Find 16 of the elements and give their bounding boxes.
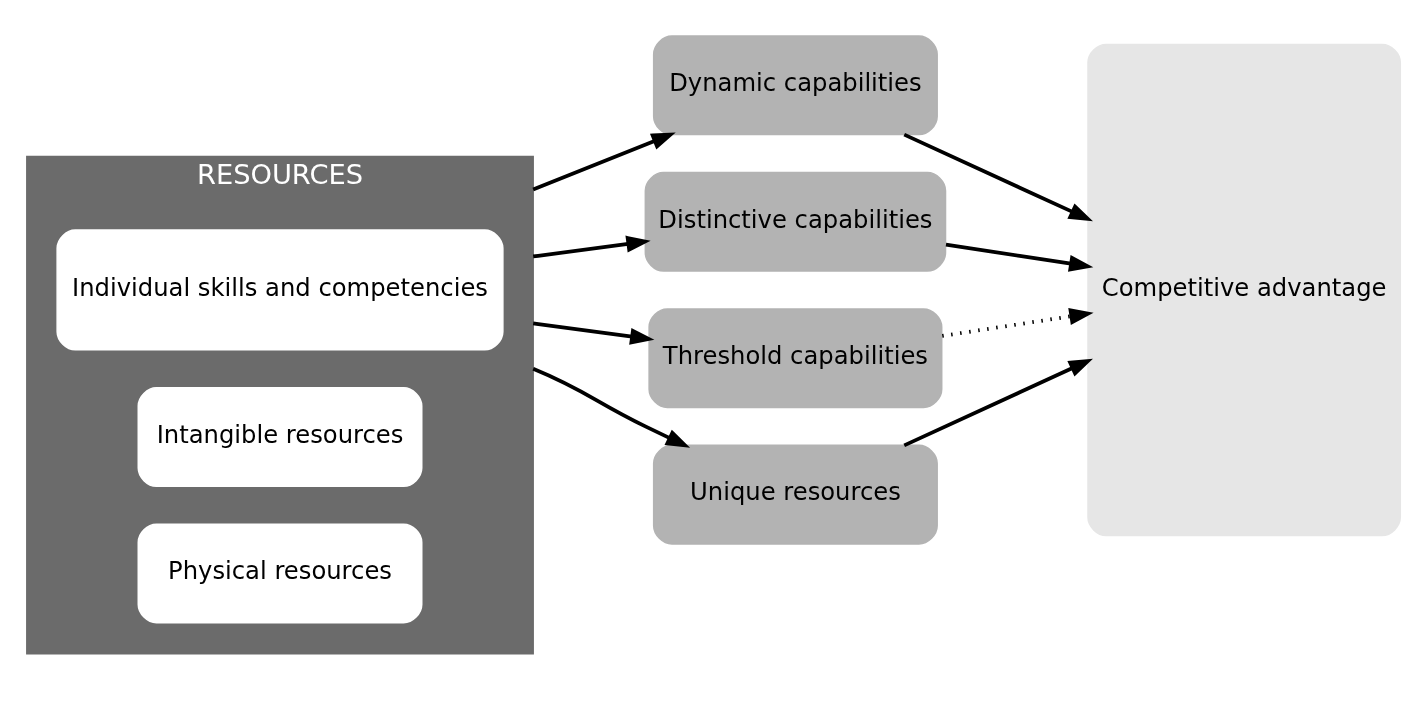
node-box: Individual skills and competencies [56,228,504,351]
arrow [945,242,1094,272]
node-box: Unique resources [652,444,938,545]
arrow [532,132,676,191]
arrow [903,358,1093,447]
arrow [903,132,1093,221]
arrow [532,321,655,345]
arrow [532,235,651,258]
node-box: Physical resources [137,522,423,623]
node-box: Intangible resources [137,386,423,487]
arrow [532,366,691,448]
node-box: Threshold capabilities [648,307,943,408]
node-box: Competitive advantage [1087,43,1402,536]
arrow [941,307,1094,338]
node-box: Distinctive capabilities [644,171,947,272]
node-box: Dynamic capabilities [652,34,938,135]
